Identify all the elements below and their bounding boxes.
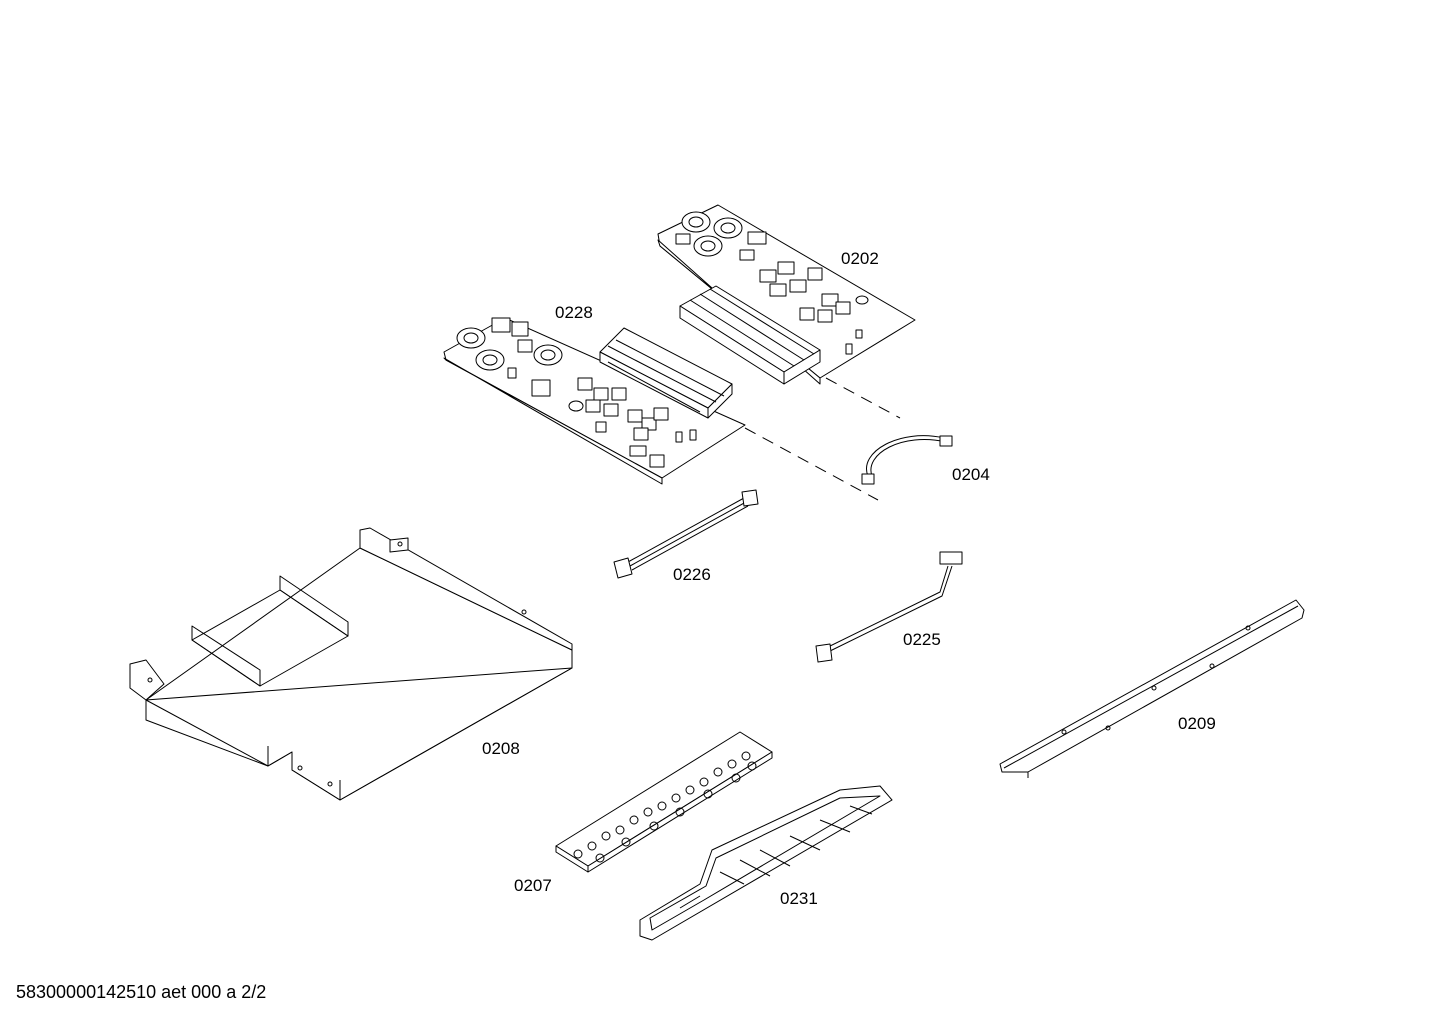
part-label-0225: 0225 xyxy=(903,630,941,649)
alignment-line xyxy=(825,377,901,419)
part-label-0231: 0231 xyxy=(780,889,818,908)
part-label-0208: 0208 xyxy=(482,739,520,758)
cable-0225[interactable] xyxy=(815,551,963,663)
part-label-0207: 0207 xyxy=(514,876,552,895)
part-label-0204: 0204 xyxy=(952,465,990,484)
power-board-0202[interactable] xyxy=(657,204,916,385)
power-board-0228[interactable] xyxy=(443,317,746,485)
control-board-0207[interactable] xyxy=(555,731,773,873)
cable-0204[interactable] xyxy=(861,435,953,485)
part-label-0228: 0228 xyxy=(555,303,593,322)
cover-frame-0231[interactable] xyxy=(639,785,893,941)
document-code: 58300000142510 aet 000 a 2/2 xyxy=(16,982,267,1002)
rail-0209[interactable] xyxy=(999,599,1305,778)
part-label-0226: 0226 xyxy=(673,565,711,584)
mounting-tray-0208[interactable] xyxy=(129,527,573,801)
part-label-0202: 0202 xyxy=(841,249,879,268)
cable-0226[interactable] xyxy=(613,489,759,579)
part-label-0209: 0209 xyxy=(1178,714,1216,733)
alignment-line xyxy=(744,427,879,501)
